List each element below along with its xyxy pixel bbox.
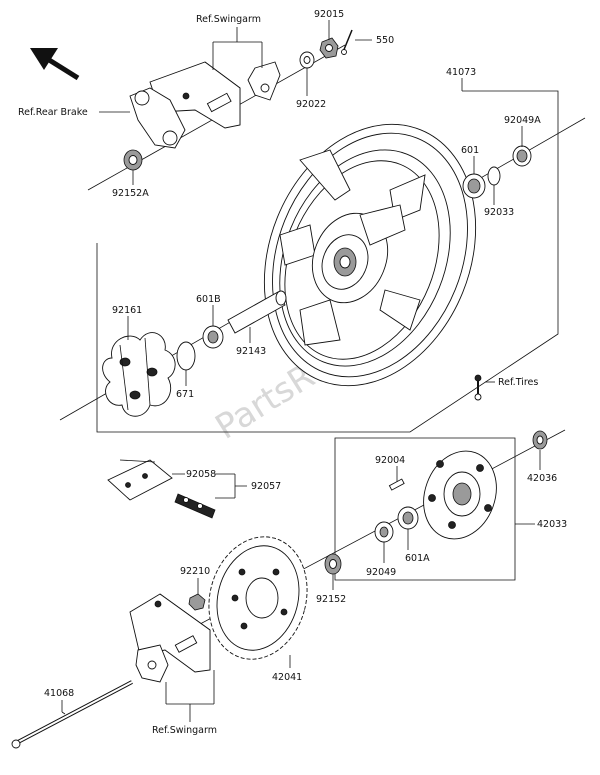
label-92057: 92057	[251, 481, 281, 492]
chain-joint-92057	[174, 493, 216, 519]
seal-92049A	[512, 145, 532, 167]
bearing-601B	[202, 325, 224, 349]
label-601: 601	[461, 145, 479, 156]
nut-92015	[319, 37, 339, 59]
collar-92152A	[123, 149, 143, 171]
label-42036: 42036	[527, 473, 557, 484]
label-92161: 92161	[112, 305, 142, 316]
label-92058: 92058	[186, 469, 216, 480]
damper-92161	[102, 332, 176, 417]
bearing-601A	[397, 506, 419, 530]
circlip-92033	[487, 166, 501, 186]
label-92152: 92152	[316, 594, 346, 605]
seal-92049	[374, 521, 394, 543]
stud-92004	[388, 478, 405, 491]
washer-92022	[299, 51, 315, 69]
label-ref-rear-brake: Ref.Rear Brake	[18, 107, 88, 118]
axle-41068	[11, 680, 133, 749]
label-ref-tires: Ref.Tires	[498, 377, 538, 388]
label-92015: 92015	[314, 9, 344, 20]
spacer-92143	[227, 290, 287, 334]
label-ref-swingarm-top: Ref.Swingarm	[196, 14, 261, 25]
label-41068: 41068	[44, 688, 74, 699]
label-42041: 42041	[272, 672, 302, 683]
bearing-601	[462, 173, 486, 199]
label-550: 550	[376, 35, 394, 46]
collar-42036	[532, 430, 548, 450]
label-92152A: 92152A	[112, 188, 149, 199]
label-92143: 92143	[236, 346, 266, 357]
chain-link-plate-92058	[107, 459, 173, 501]
hub-assembly-frame	[334, 437, 516, 581]
sprocket-42041	[208, 536, 308, 660]
wheel-assembly-frame	[96, 90, 559, 433]
brake-caliper-bracket	[129, 87, 186, 149]
label-92049: 92049	[366, 567, 396, 578]
label-92210: 92210	[180, 566, 210, 577]
rear-wheel-41073	[263, 123, 477, 387]
sprocket-coupling-42033	[423, 450, 497, 540]
label-92022: 92022	[296, 99, 326, 110]
label-671: 671	[176, 389, 194, 400]
direction-arrow-icon	[30, 48, 80, 81]
chain-adjuster-top	[247, 61, 281, 101]
label-42033: 42033	[537, 519, 567, 530]
label-601B: 601B	[196, 294, 221, 305]
label-92033: 92033	[484, 207, 514, 218]
leader-lines	[61, 20, 541, 722]
cotter-pin-550	[341, 29, 353, 55]
label-41073: 41073	[446, 67, 476, 78]
label-92049A: 92049A	[504, 115, 541, 126]
tire-valve	[474, 374, 482, 401]
label-92004: 92004	[375, 455, 405, 466]
o-ring-671	[176, 341, 196, 371]
label-601A: 601A	[405, 553, 430, 564]
collar-92152	[324, 553, 342, 575]
nut-92210	[188, 593, 206, 611]
chain-adjuster-bottom	[135, 644, 169, 683]
label-ref-swingarm-bottom: Ref.Swingarm	[152, 725, 217, 736]
